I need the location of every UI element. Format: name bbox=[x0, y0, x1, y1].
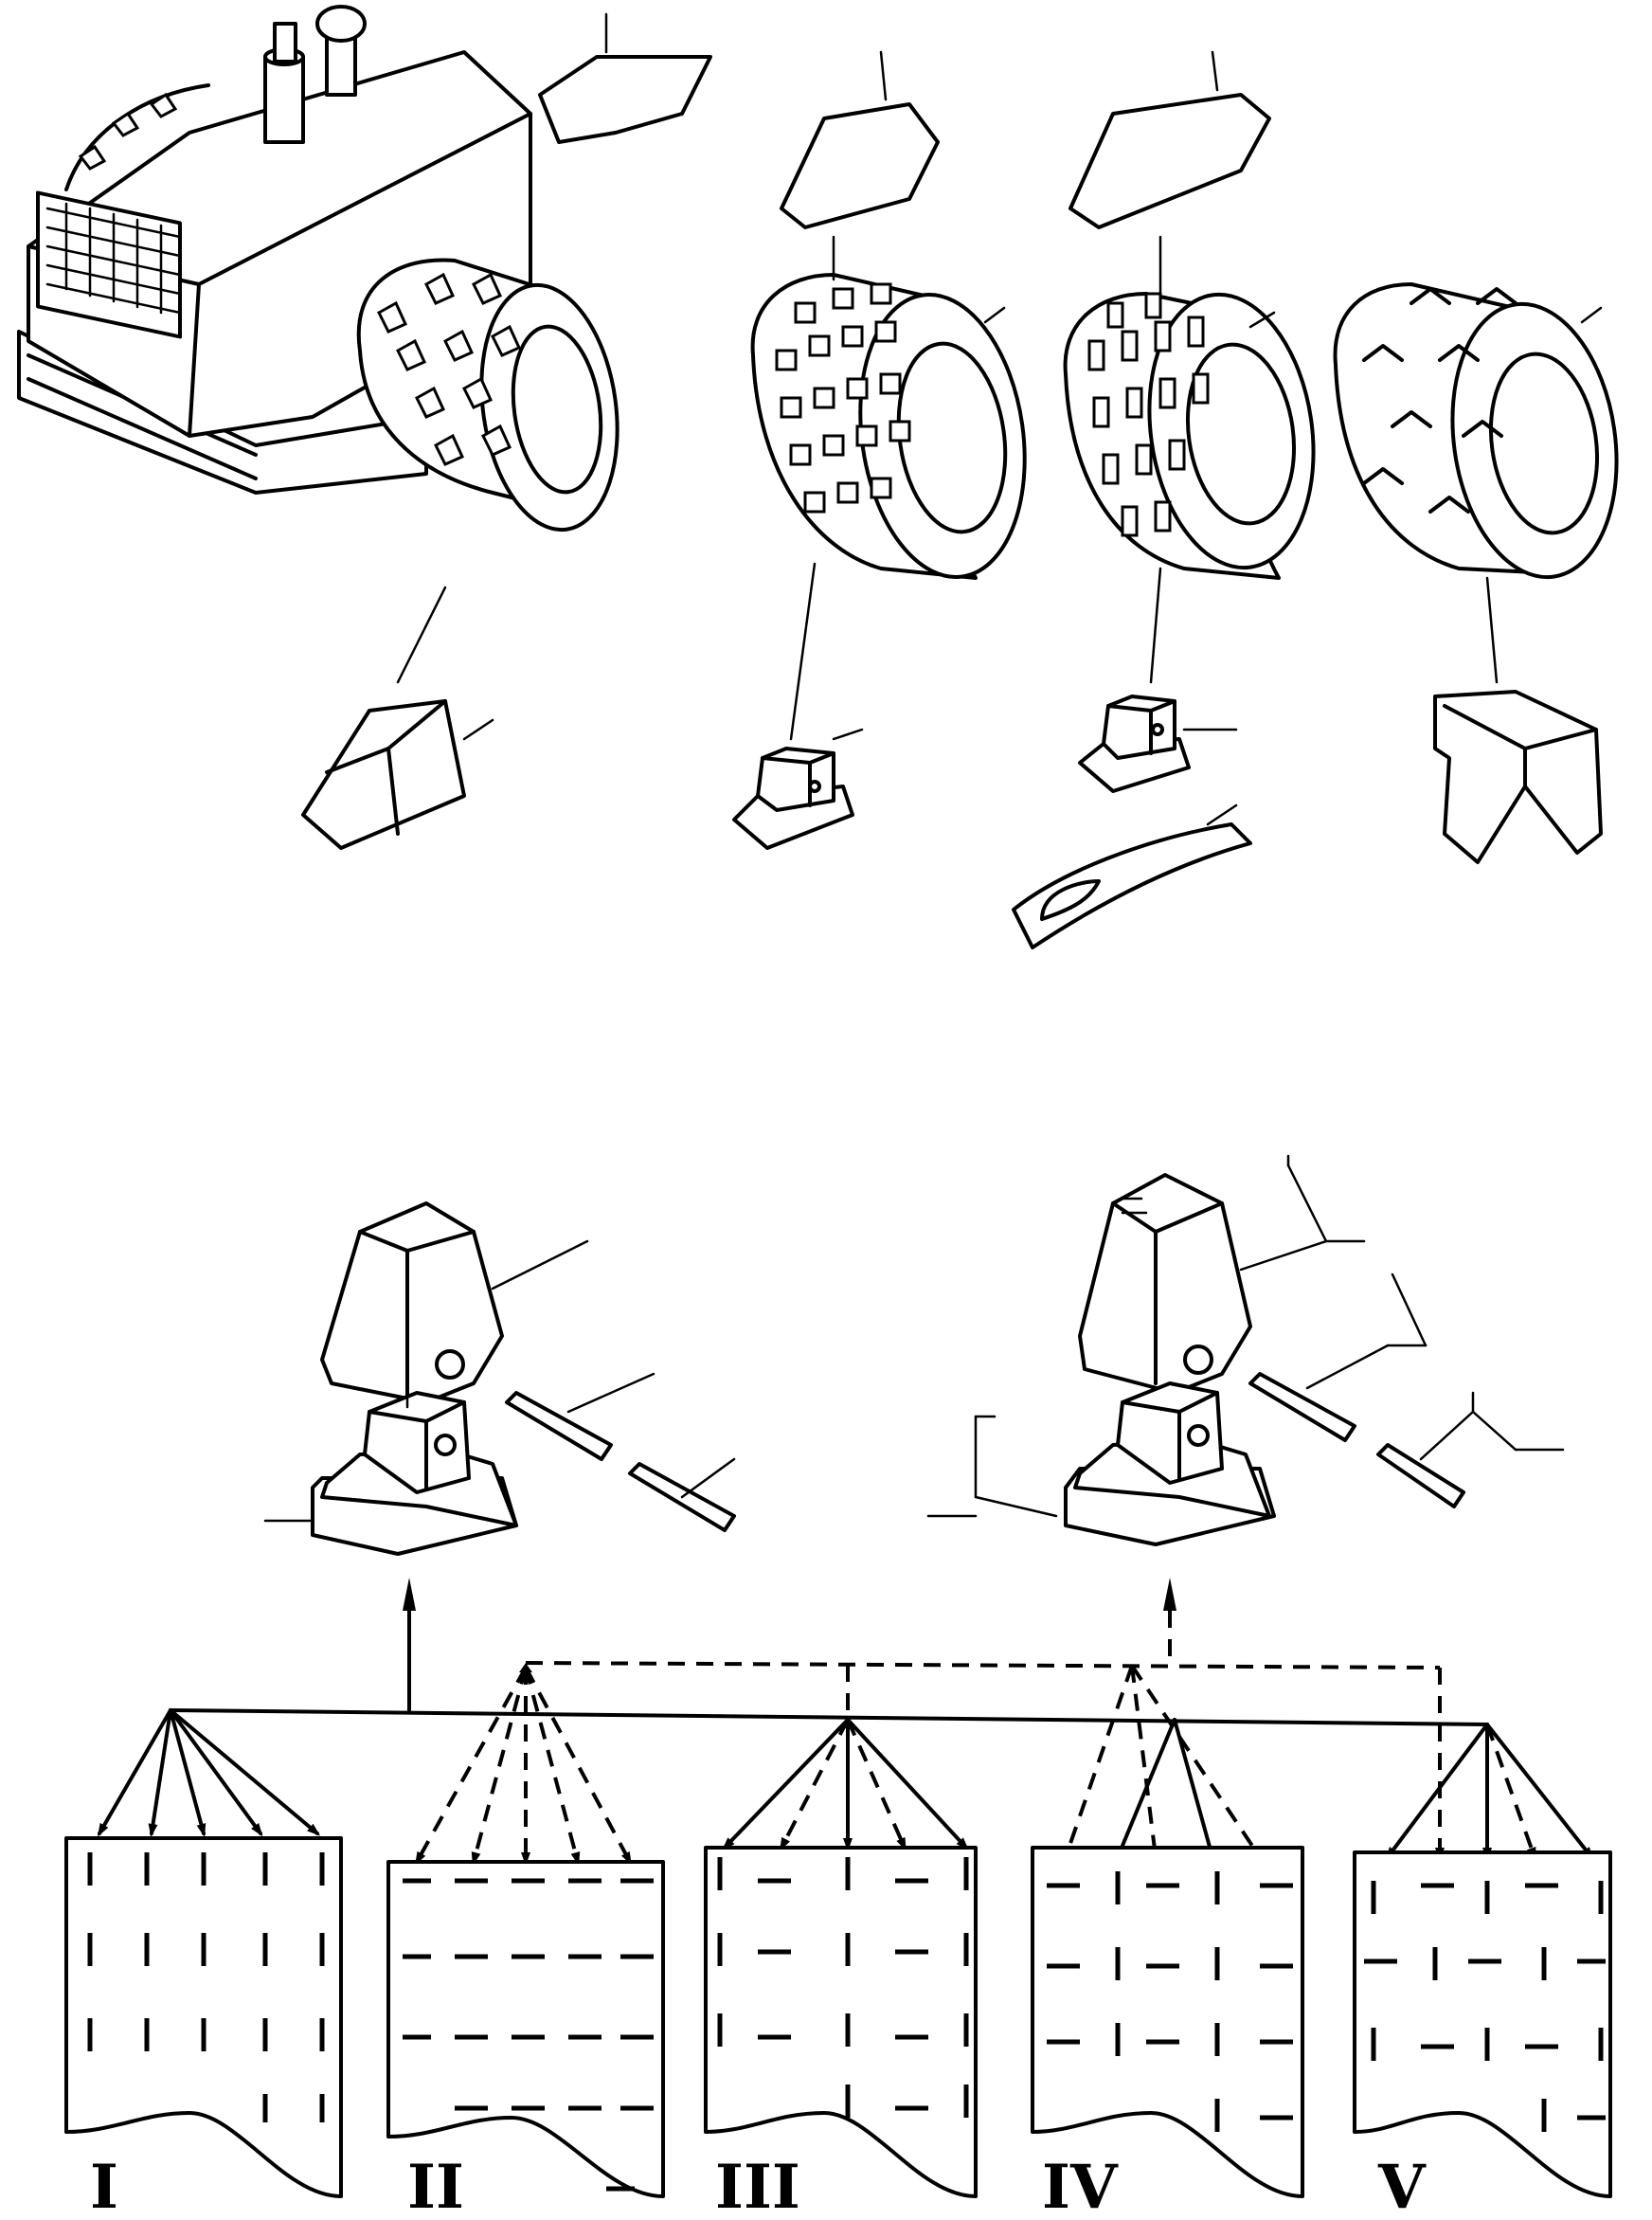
pattern-panel-III: III bbox=[704, 1846, 978, 2220]
drum-1-wedge-pad bbox=[356, 258, 620, 532]
panel-numeral: III bbox=[715, 2152, 800, 2220]
tamping-foot bbox=[1433, 690, 1603, 864]
pattern-panel-V: V bbox=[1353, 1850, 1612, 2220]
arrows-panel-III bbox=[722, 1665, 969, 1851]
pattern-panel-I: I bbox=[64, 1836, 343, 2220]
scraper-plate-2 bbox=[780, 102, 940, 229]
drum-3-block-pad bbox=[1063, 292, 1316, 580]
arrows-panel-V bbox=[1385, 1668, 1594, 1861]
arrows-panel-II bbox=[415, 1663, 632, 1866]
radiator-grille bbox=[45, 202, 182, 315]
block-pad-tooth bbox=[1078, 567, 1238, 793]
arrows-panel-I bbox=[98, 1708, 321, 1837]
panel-numeral: I bbox=[90, 2152, 118, 2220]
distribution-lines bbox=[169, 1609, 1489, 1726]
pattern-panel-II: II bbox=[386, 1860, 665, 2220]
curved-pad-shoe bbox=[1012, 803, 1252, 949]
tooth-assembly-left bbox=[263, 1201, 736, 1611]
pattern-panel-IV: IV bbox=[1031, 1846, 1304, 2220]
tooth-assembly-right bbox=[926, 1154, 1565, 1611]
panel-numeral: V bbox=[1377, 2152, 1427, 2220]
scraper-plate-1 bbox=[538, 55, 712, 144]
arrows-panel-IV bbox=[1064, 1664, 1272, 1875]
drum-4-tamping-foot bbox=[1333, 282, 1619, 580]
panel-numeral: II bbox=[407, 2152, 464, 2220]
panel-numeral: IV bbox=[1042, 2152, 1119, 2220]
scraper-plate-3 bbox=[1068, 93, 1271, 229]
square-pad-tooth bbox=[732, 562, 864, 850]
wedge-pad-tooth bbox=[301, 586, 494, 850]
drum-2-square-pad bbox=[750, 273, 1027, 580]
